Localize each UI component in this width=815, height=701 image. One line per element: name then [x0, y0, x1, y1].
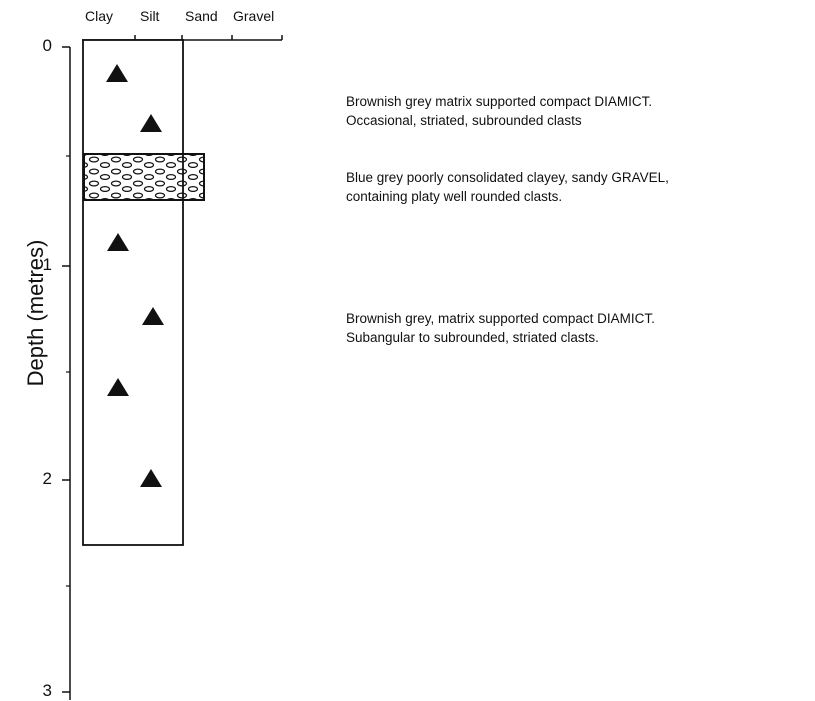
unit-description-line: containing platy well rounded clasts.	[346, 187, 669, 206]
unit-description-line: Subangular to subrounded, striated clast…	[346, 328, 655, 347]
unit-description-line: Occasional, striated, subrounded clasts	[346, 111, 652, 130]
depth-tick-2: 2	[22, 469, 52, 489]
depth-axis	[62, 47, 70, 700]
depth-tick-3: 3	[22, 681, 52, 701]
log-column	[83, 40, 183, 545]
unit-description-line: Brownish grey, matrix supported compact …	[346, 309, 655, 328]
unit-description-line: Brownish grey matrix supported compact D…	[346, 92, 652, 111]
unit-description-diamict-lower: Brownish grey, matrix supported compact …	[346, 309, 655, 347]
unit-description-gravel: Blue grey poorly consolidated clayey, sa…	[346, 168, 669, 206]
gravel-bed	[84, 154, 204, 200]
unit-description-diamict-upper: Brownish grey matrix supported compact D…	[346, 92, 652, 130]
unit-description-line: Blue grey poorly consolidated clayey, sa…	[346, 168, 669, 187]
depth-tick-0: 0	[22, 36, 52, 56]
depth-axis-title: Depth (metres)	[23, 233, 49, 393]
